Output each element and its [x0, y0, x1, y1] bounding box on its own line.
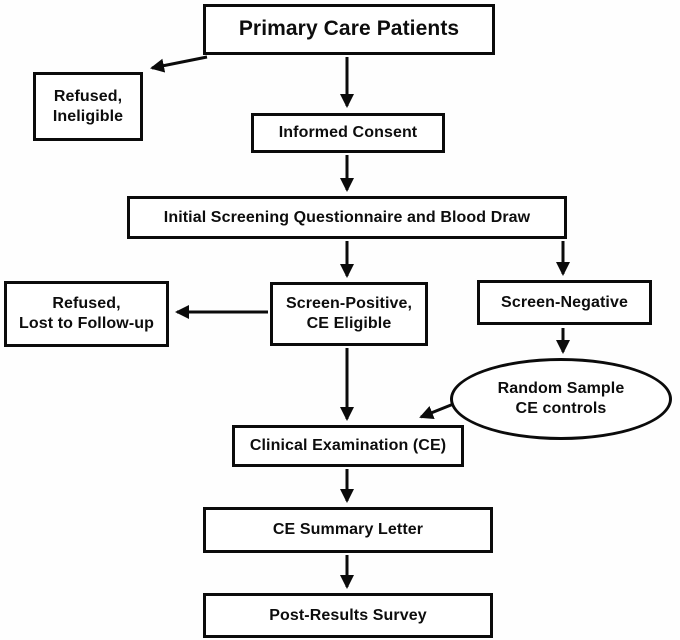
node-screen-negative: Screen-Negative	[477, 280, 652, 325]
node-refused-ineligible: Refused, Ineligible	[33, 72, 143, 141]
node-label: Screen-Negative	[501, 293, 628, 311]
node-label: Refused, Ineligible	[52, 87, 124, 125]
node-initial-screening: Initial Screening Questionnaire and Bloo…	[127, 196, 567, 239]
arrow-sample-to-exam	[419, 401, 457, 420]
node-label: Screen-Positive, CE Eligible	[285, 295, 413, 332]
node-label: Random Sample CE controls	[497, 380, 625, 417]
node-label: Primary Care Patients	[238, 17, 460, 41]
node-random-sample-ce-controls: Random Sample CE controls	[450, 358, 672, 440]
node-ce-summary-letter: CE Summary Letter	[203, 507, 493, 553]
node-post-results-survey: Post-Results Survey	[203, 593, 493, 638]
node-primary-care-patients: Primary Care Patients	[203, 4, 495, 55]
node-refused-lost-to-follow-up: Refused, Lost to Follow-up	[4, 281, 169, 347]
node-clinical-examination: Clinical Examination (CE)	[232, 425, 464, 467]
node-label: Refused, Lost to Follow-up	[19, 295, 154, 332]
node-label: Clinical Examination (CE)	[249, 437, 447, 454]
node-label: Informed Consent	[278, 124, 418, 141]
node-screen-positive: Screen-Positive, CE Eligible	[270, 282, 428, 346]
node-label: Initial Screening Questionnaire and Bloo…	[163, 208, 531, 226]
node-informed-consent: Informed Consent	[251, 113, 445, 153]
node-label: CE Summary Letter	[272, 521, 424, 538]
node-label: Post-Results Survey	[269, 606, 427, 624]
arrow-primary-to-refused	[150, 55, 208, 73]
